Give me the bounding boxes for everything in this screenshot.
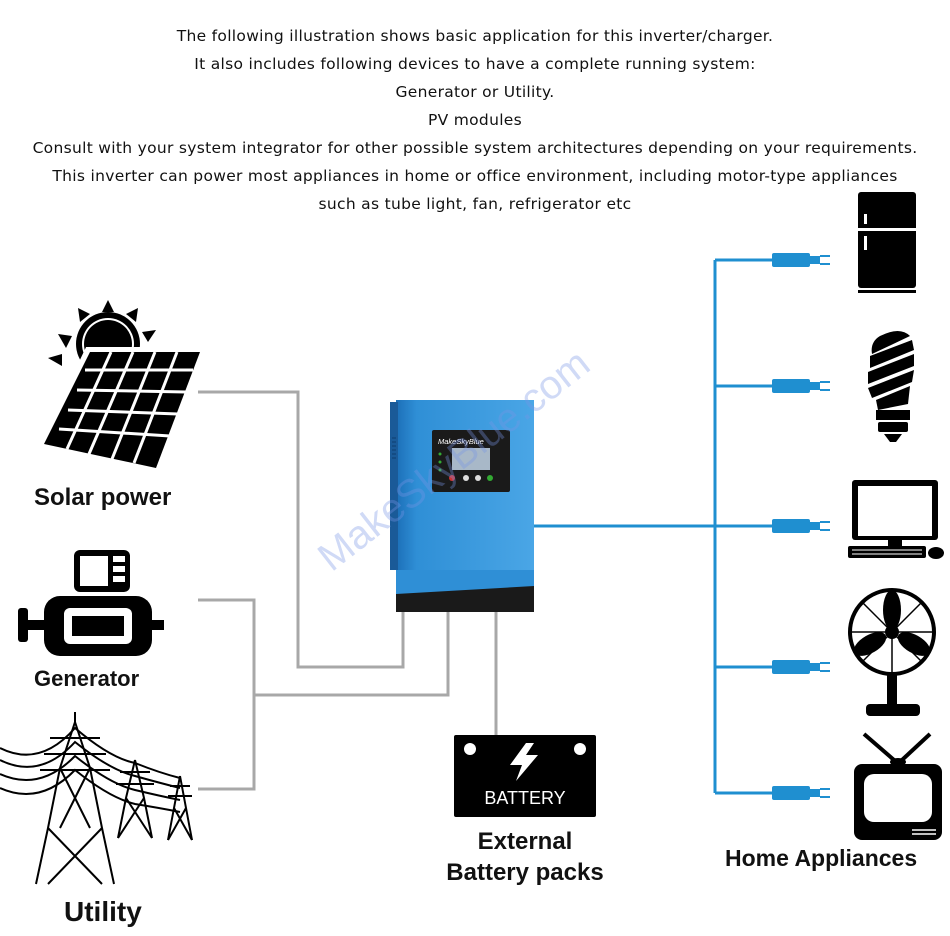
intro-line: Generator or Utility. bbox=[395, 83, 555, 101]
generator-wire bbox=[198, 598, 256, 791]
utility-wire bbox=[254, 612, 450, 697]
computer-icon bbox=[848, 480, 944, 559]
generator-label: Generator bbox=[34, 666, 140, 691]
plug-icon bbox=[772, 519, 830, 533]
inverter-brand: MakeSkyBlue bbox=[438, 437, 484, 446]
intro-line: The following illustration shows basic a… bbox=[176, 27, 774, 45]
appliances-label: Home Appliances bbox=[725, 845, 918, 871]
plugs bbox=[772, 253, 830, 800]
solar-panel-icon bbox=[38, 300, 204, 476]
generator-icon bbox=[18, 550, 164, 656]
intro-text: The following illustration shows basic a… bbox=[0, 22, 950, 218]
battery-badge: BATTERY bbox=[484, 788, 566, 808]
intro-line: PV modules bbox=[427, 111, 523, 129]
inverter-icon: MakeSkyBlue bbox=[390, 400, 534, 612]
intro-line: It also includes following devices to ha… bbox=[194, 55, 756, 73]
lightning-icon bbox=[510, 743, 538, 781]
blue-wires bbox=[533, 258, 775, 795]
utility-label: Utility bbox=[64, 896, 142, 927]
solar-label: Solar power bbox=[34, 484, 172, 511]
intro-line: This inverter can power most appliances … bbox=[52, 167, 898, 185]
plug-icon bbox=[772, 379, 830, 393]
battery-icon: BATTERY bbox=[454, 735, 596, 817]
tv-icon bbox=[854, 732, 942, 840]
plug-icon bbox=[772, 253, 830, 267]
intro-line: Consult with your system integrator for … bbox=[32, 139, 918, 157]
battery-label-line: External bbox=[477, 828, 573, 855]
refrigerator-icon bbox=[858, 192, 916, 293]
utility-towers-icon bbox=[0, 712, 193, 885]
solar-wire bbox=[198, 390, 405, 669]
plug-icon bbox=[772, 660, 830, 674]
fan-icon bbox=[848, 588, 936, 716]
intro-line: such as tube light, fan, refrigerator et… bbox=[318, 195, 632, 213]
battery-label-line: Battery packs bbox=[446, 859, 604, 886]
gray-wires bbox=[198, 390, 498, 791]
plug-icon bbox=[772, 786, 830, 800]
battery-label: External Battery packs bbox=[440, 826, 610, 888]
bulb-icon bbox=[868, 331, 914, 442]
